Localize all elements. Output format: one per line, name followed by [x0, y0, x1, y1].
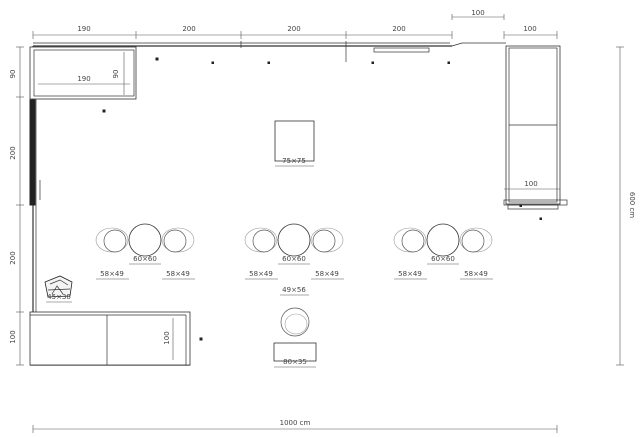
right-counter: 100	[503, 45, 568, 210]
top-left-counter: 190 90	[29, 46, 159, 113]
round-table-1-label: 60×60	[133, 255, 157, 263]
dim-left-4: 100	[9, 330, 17, 343]
top-right-lower-dimension: 100	[503, 25, 558, 39]
bottom-left-counter: 100	[29, 311, 203, 366]
dining-set-1: 60×60 58×49 58×49	[95, 223, 195, 280]
plan-markers	[211, 61, 542, 220]
right-dimension-line: 600 cm	[616, 46, 636, 366]
bottom-counter-depth-label: 100	[163, 331, 171, 344]
round-stool: 49×56	[280, 286, 310, 337]
round-table-3-label: 60×60	[431, 255, 455, 263]
armchair-label: 45×38	[47, 293, 71, 301]
bench-label: 80×35	[283, 358, 307, 366]
left-dimension-line: 90 200 200 100	[9, 46, 24, 366]
top-dimension-line: 190 200 200 200	[32, 25, 453, 39]
square-table-label: 75×75	[282, 157, 306, 165]
top-counter-depth-label: 90	[112, 70, 120, 79]
dining-set-2: 60×60 58×49 58×49	[244, 223, 344, 280]
dim-bottom-total: 1000 cm	[280, 419, 311, 427]
square-table: 75×75	[274, 120, 315, 167]
right-counter-width-label: 100	[524, 180, 537, 188]
dim-top-right-upper: 100	[471, 9, 484, 17]
dim-top-right-lower: 100	[523, 25, 536, 33]
chair-2-right-label: 58×49	[315, 270, 339, 278]
chair-3-left-label: 58×49	[398, 270, 422, 278]
dining-set-3: 60×60 58×49 58×49	[393, 223, 493, 280]
chair-1-right-label: 58×49	[166, 270, 190, 278]
round-table-2-label: 60×60	[282, 255, 306, 263]
armchair: 45×38	[44, 275, 73, 303]
top-counter-width-label: 190	[77, 75, 90, 83]
dim-left-1: 90	[9, 70, 17, 79]
dim-top-3: 200	[287, 25, 300, 33]
bottom-dimension-line: 1000 cm	[32, 419, 558, 433]
dim-top-2: 200	[182, 25, 195, 33]
dim-right-total: 600 cm	[628, 192, 636, 218]
round-stool-label: 49×56	[282, 286, 306, 294]
top-right-upper-dimension: 100	[451, 9, 505, 20]
dim-left-3: 200	[9, 251, 17, 264]
chair-2-left-label: 58×49	[249, 270, 273, 278]
chair-3-right-label: 58×49	[464, 270, 488, 278]
dim-top-1: 190	[77, 25, 90, 33]
dim-left-2: 200	[9, 146, 17, 159]
bench: 80×35	[273, 342, 317, 368]
chair-1-left-label: 58×49	[100, 270, 124, 278]
dim-top-4: 200	[392, 25, 405, 33]
